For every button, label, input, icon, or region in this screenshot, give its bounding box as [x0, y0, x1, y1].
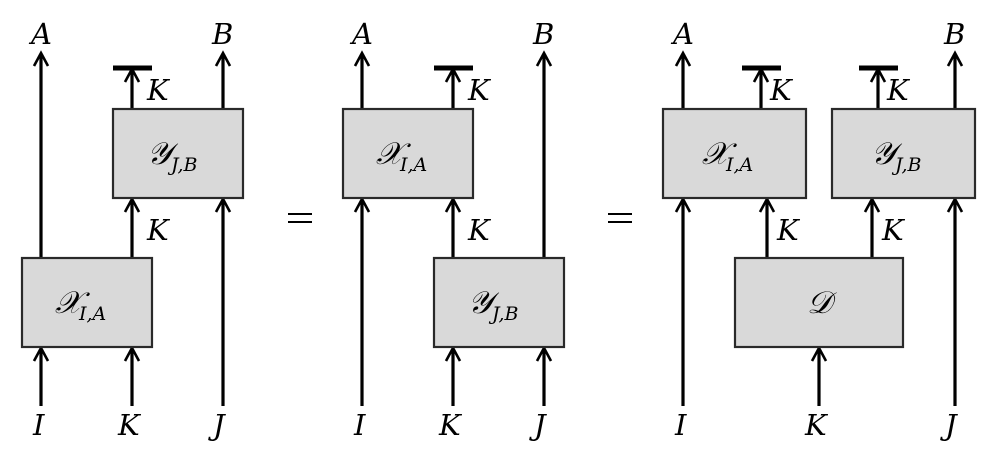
label-k-input: K — [438, 408, 463, 442]
label-b: B — [943, 17, 965, 51]
panel-middle: 𝒳 I,A 𝒴 J,B A B K K I K J — [341, 17, 566, 442]
arrow-a — [32, 50, 50, 67]
label-k-internal: K — [467, 213, 492, 247]
box-d — [733, 256, 905, 349]
box-y-subscript: J,B — [891, 154, 922, 176]
box-x — [661, 107, 808, 200]
box-y — [432, 256, 566, 349]
label-j: J — [940, 408, 958, 442]
label-a: A — [28, 17, 52, 51]
label-j: J — [208, 408, 226, 442]
equals-sign-1 — [288, 213, 312, 223]
label-k-discard: K — [467, 73, 492, 107]
label-b: B — [211, 17, 233, 51]
label-k-discard: K — [146, 73, 171, 107]
arrow-b — [214, 50, 232, 67]
arrow-b — [535, 50, 553, 67]
label-i: I — [353, 408, 366, 442]
box-x-subscript: I,A — [399, 154, 427, 176]
label-k-d-to-y: K — [881, 213, 906, 247]
label-k-discard-x: K — [769, 73, 794, 107]
label-b: B — [532, 17, 554, 51]
arrow-a — [353, 50, 371, 67]
box-x-subscript: I,A — [78, 303, 106, 325]
arrow-b — [946, 50, 964, 67]
box-x — [341, 107, 475, 200]
label-k-discard-y: K — [886, 73, 911, 107]
label-a: A — [349, 17, 373, 51]
box-x-subscript: I,A — [725, 154, 753, 176]
panel-rhs: 𝒳 I,A 𝒴 J,B 𝒟 A B K K K K I K J — [661, 17, 977, 442]
panel-lhs: 𝒴 J,B 𝒳 I,A A B K K I K J — [20, 17, 245, 442]
arrow-a — [674, 50, 692, 67]
box-y — [830, 107, 977, 200]
label-i: I — [674, 408, 687, 442]
box-x — [20, 256, 154, 349]
box-y — [111, 107, 245, 200]
label-k-input: K — [804, 408, 829, 442]
box-y-subscript: J,B — [488, 303, 519, 325]
label-j: J — [529, 408, 547, 442]
label-a: A — [670, 17, 694, 51]
equals-sign-2 — [608, 213, 632, 223]
box-y-subscript: J,B — [167, 154, 198, 176]
label-k-input: K — [117, 408, 142, 442]
label-i: I — [32, 408, 45, 442]
label-k-d-to-x: K — [776, 213, 801, 247]
label-k-internal: K — [146, 213, 171, 247]
